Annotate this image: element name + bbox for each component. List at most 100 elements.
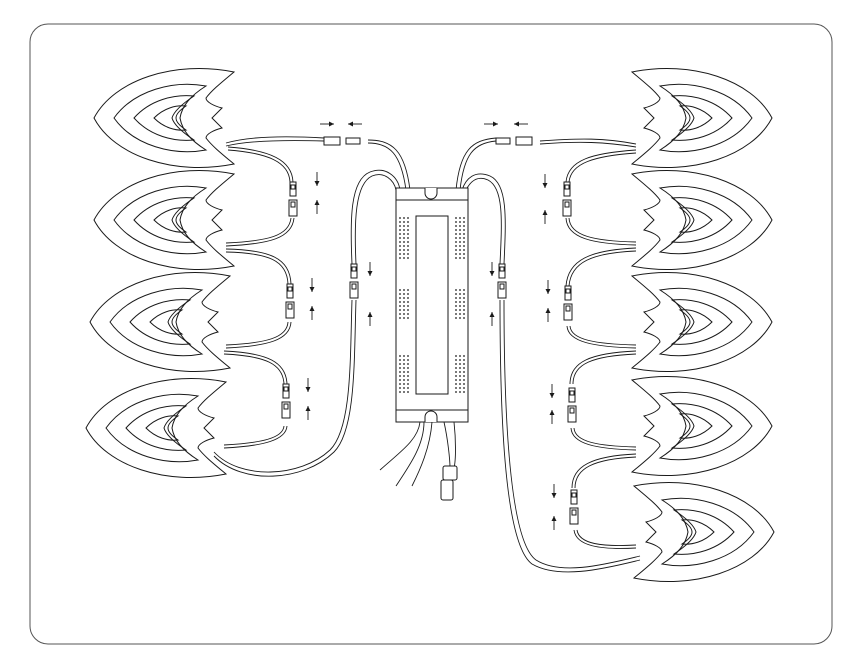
vent-hole: [403, 293, 405, 295]
vent-hole: [459, 317, 461, 319]
insertion-arrow-icon: [545, 308, 551, 322]
insertion-arrow-icon: [484, 121, 498, 127]
vent-hole: [463, 225, 465, 227]
right-lamp-group: [630, 68, 775, 582]
vent-hole: [455, 379, 457, 381]
vent-hole: [407, 387, 409, 389]
plug-connector-icon: [567, 387, 577, 423]
vent-hole: [403, 229, 405, 231]
vent-hole: [399, 363, 401, 365]
insertion-arrow-icon: [545, 280, 551, 294]
vent-hole: [399, 253, 401, 255]
vent-hole: [463, 233, 465, 235]
vent-hole: [399, 355, 401, 357]
vent-hole: [455, 221, 457, 223]
vent-hole: [403, 363, 405, 365]
leaf-lamp-module-icon: [630, 376, 773, 476]
vent-hole: [463, 245, 465, 247]
vent-hole: [399, 225, 401, 227]
vent-hole: [399, 387, 401, 389]
vent-hole: [463, 249, 465, 251]
vent-hole: [403, 309, 405, 311]
vent-hole: [459, 359, 461, 361]
vent-hole: [459, 289, 461, 291]
vent-hole: [463, 305, 465, 307]
vent-hole: [455, 257, 457, 259]
vent-hole: [463, 297, 465, 299]
arrow-group: [305, 121, 557, 530]
vent-hole: [463, 257, 465, 259]
vent-hole: [403, 249, 405, 251]
vent-hole: [455, 289, 457, 291]
vent-hole: [399, 371, 401, 373]
vent-hole: [459, 301, 461, 303]
leaf-lamp-module-icon: [89, 272, 232, 372]
vent-hole: [399, 317, 401, 319]
vent-hole: [407, 391, 409, 393]
vent-hole: [459, 313, 461, 315]
vent-hole: [455, 229, 457, 231]
vent-hole: [399, 375, 401, 377]
insertion-arrow-icon: [489, 262, 495, 276]
vent-hole: [399, 309, 401, 311]
vent-hole: [399, 391, 401, 393]
vent-hole: [403, 387, 405, 389]
vent-hole: [459, 241, 461, 243]
vent-hole: [459, 217, 461, 219]
vent-hole: [463, 253, 465, 255]
vent-hole: [407, 257, 409, 259]
vent-hole: [403, 359, 405, 361]
vent-hole: [459, 229, 461, 231]
vent-hole: [455, 391, 457, 393]
vent-hole: [407, 367, 409, 369]
leaf-lamp-module-icon: [630, 272, 773, 372]
vent-hole: [463, 217, 465, 219]
vent-hole: [459, 309, 461, 311]
vent-hole: [407, 217, 409, 219]
vent-hole: [403, 371, 405, 373]
vent-hole: [403, 375, 405, 377]
vent-hole: [399, 297, 401, 299]
vent-hole: [399, 301, 401, 303]
vent-hole: [455, 313, 457, 315]
vent-hole: [399, 367, 401, 369]
plug-connector-icon: [442, 465, 458, 481]
vent-hole: [459, 387, 461, 389]
vent-hole: [407, 379, 409, 381]
connector-group: [281, 136, 579, 525]
leaf-lamp-module-icon: [93, 68, 236, 168]
vent-hole: [455, 355, 457, 357]
vent-hole: [407, 355, 409, 357]
vent-hole: [463, 289, 465, 291]
vent-hole: [463, 221, 465, 223]
insertion-arrow-icon: [549, 384, 555, 398]
wiring-right: [455, 137, 641, 573]
vent-hole: [399, 257, 401, 259]
vent-hole: [455, 225, 457, 227]
insertion-arrow-icon: [489, 312, 495, 326]
insertion-arrow-icon: [549, 410, 555, 424]
vent-hole: [407, 233, 409, 235]
vent-hole: [459, 371, 461, 373]
vent-hole: [463, 363, 465, 365]
vent-hole: [407, 363, 409, 365]
vent-hole: [407, 289, 409, 291]
vent-hole: [463, 301, 465, 303]
vent-hole: [403, 225, 405, 227]
vent-hole: [455, 367, 457, 369]
vent-hole: [403, 355, 405, 357]
vent-hole: [399, 359, 401, 361]
vent-hole: [407, 221, 409, 223]
vent-hole: [459, 293, 461, 295]
vent-hole: [459, 233, 461, 235]
vent-hole: [455, 359, 457, 361]
vent-hole: [399, 249, 401, 251]
leaf-lamp-module-icon: [632, 482, 775, 582]
insertion-arrow-icon: [514, 121, 528, 127]
insertion-arrow-icon: [542, 174, 548, 188]
vent-hole: [463, 391, 465, 393]
vent-hole: [403, 237, 405, 239]
vent-hole: [463, 355, 465, 357]
